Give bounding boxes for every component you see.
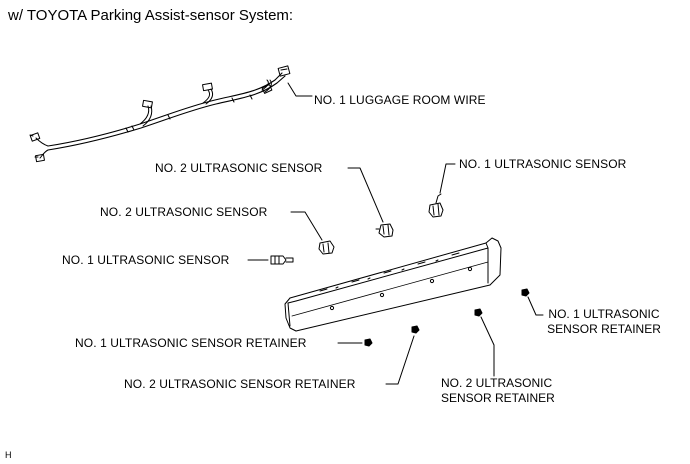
label-no2-sensor-left: NO. 2 ULTRASONIC SENSOR xyxy=(100,205,268,219)
diagram-title: w/ TOYOTA Parking Assist-sensor System: xyxy=(8,7,294,24)
retainer-no1-left xyxy=(364,338,373,347)
label-luggage-room-wire: NO. 1 LUGGAGE ROOM WIRE xyxy=(314,93,486,107)
label-no1-retainer-right-line2: SENSOR RETAINER xyxy=(547,322,661,336)
leader-sensor1-upper xyxy=(439,163,456,194)
no2-sensor-left-drawing xyxy=(318,240,335,255)
leader-luggage-wire xyxy=(287,82,313,97)
label-no1-sensor-left: NO. 1 ULTRASONIC SENSOR xyxy=(62,253,230,267)
label-no2-retainer-right-line1: NO. 2 ULTRASONIC xyxy=(441,376,553,390)
label-no2-retainer-left: NO. 2 ULTRASONIC SENSOR RETAINER xyxy=(124,377,356,391)
luggage-room-wire-drawing xyxy=(29,65,291,163)
no1-sensor-upper-drawing xyxy=(428,193,444,218)
label-no1-retainer-left: NO. 1 ULTRASONIC SENSOR RETAINER xyxy=(75,336,307,350)
label-no2-sensor-upper: NO. 2 ULTRASONIC SENSOR xyxy=(155,161,323,175)
retainer-no2-left xyxy=(411,325,420,334)
label-no2-retainer-right-line2: SENSOR RETAINER xyxy=(441,391,555,405)
leader-retainer1-right xyxy=(527,296,544,316)
retainer-no2-right xyxy=(474,308,483,317)
label-no1-sensor-upper: NO. 1 ULTRASONIC SENSOR xyxy=(459,157,627,171)
label-no2-retainer-right: NO. 2 ULTRASONIC SENSOR RETAINER xyxy=(441,376,555,406)
leader-sensor2-left xyxy=(290,211,323,241)
corner-mark: H xyxy=(5,450,12,460)
no2-sensor-upper-drawing xyxy=(375,223,394,238)
label-no1-retainer-right-line1: NO. 1 ULTRASONIC xyxy=(548,307,660,321)
leader-retainer2-left xyxy=(385,335,415,385)
leader-sensor2-upper xyxy=(347,167,384,223)
leader-retainer2-right xyxy=(480,316,495,377)
label-no1-retainer-right: NO. 1 ULTRASONIC SENSOR RETAINER xyxy=(543,307,665,337)
rear-bumper-drawing xyxy=(284,237,502,332)
retainer-no1-right xyxy=(521,288,530,297)
no1-sensor-left-drawing xyxy=(270,255,294,265)
